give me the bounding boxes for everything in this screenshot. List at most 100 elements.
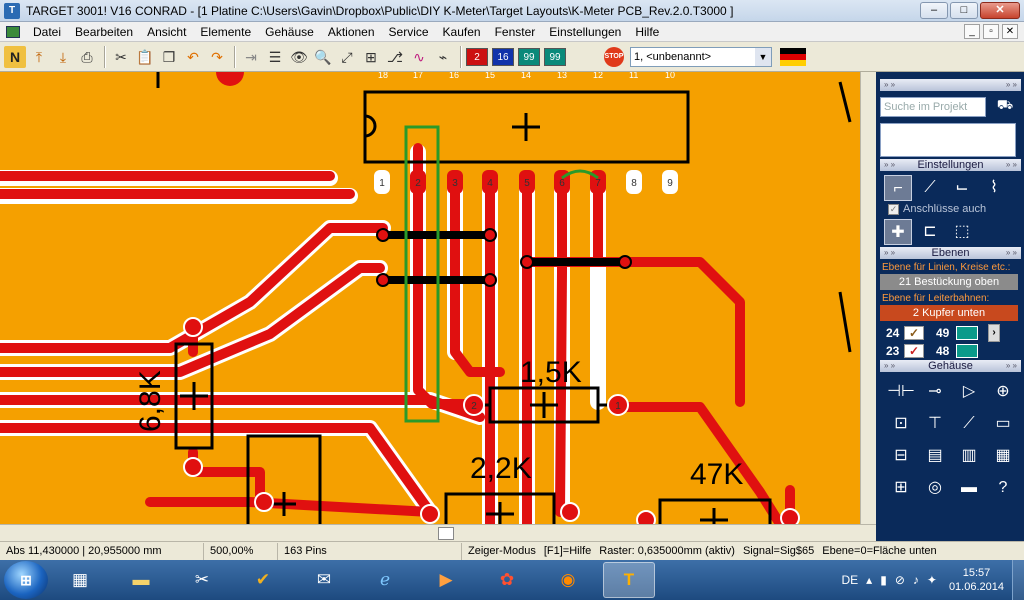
- horizontal-scrollbar[interactable]: [0, 524, 876, 541]
- crosshair-icon[interactable]: ✚: [884, 219, 912, 245]
- project-select[interactable]: 1, <unbenannt> ▼: [630, 46, 772, 67]
- lines-layer-select[interactable]: 21 Bestückung oben: [880, 274, 1018, 290]
- inductor-icon[interactable]: ⊞: [894, 479, 908, 496]
- eye-icon[interactable]: 👁: [290, 48, 308, 65]
- import-icon[interactable]: ⇥: [245, 48, 257, 65]
- grid-icon[interactable]: ⊞: [365, 48, 377, 65]
- tasks-checklist-icon[interactable]: ✔: [255, 570, 271, 589]
- via-icon[interactable]: ◎: [928, 479, 942, 496]
- connector-icon[interactable]: ⊟: [894, 447, 908, 464]
- traces-layer-select[interactable]: 2 Kupfer unten: [880, 305, 1018, 321]
- windows-start-icon[interactable]: ⊞: [4, 561, 48, 599]
- layers-icon[interactable]: ☰: [268, 48, 282, 65]
- close-button[interactable]: ✕: [980, 2, 1020, 19]
- route-icon[interactable]: ⎇: [386, 48, 404, 65]
- menu-gehaeuse[interactable]: Gehäuse: [265, 24, 314, 39]
- maximize-button[interactable]: □: [950, 2, 978, 19]
- route-90-icon[interactable]: ⌙: [955, 179, 969, 196]
- tray-expand-icon[interactable]: ▴: [866, 573, 873, 587]
- menu-ansicht[interactable]: Ansicht: [147, 24, 187, 39]
- pin-tool-icon[interactable]: ⊏: [923, 223, 937, 240]
- menu-fenster[interactable]: Fenster: [494, 24, 536, 39]
- scroll-thumb[interactable]: [438, 527, 454, 540]
- box-icon[interactable]: ▬: [961, 479, 977, 496]
- layer-color-swatch[interactable]: [956, 344, 978, 358]
- question-icon[interactable]: ?: [998, 479, 1008, 496]
- ic-dip-icon[interactable]: ▤: [927, 447, 943, 464]
- volume-icon[interactable]: ♪: [912, 573, 919, 587]
- route-45-icon[interactable]: ⟋: [924, 179, 936, 196]
- snipping-tool-icon[interactable]: ✂: [194, 570, 210, 589]
- switch-icon[interactable]: ⟋: [963, 415, 975, 432]
- ic-qfp-icon[interactable]: ▦: [995, 447, 1011, 464]
- dropbox-icon[interactable]: ✦: [926, 573, 937, 587]
- media-player-icon[interactable]: ▶: [439, 570, 453, 589]
- minimize-button[interactable]: –: [920, 2, 948, 19]
- layer-chip[interactable]: 16: [492, 47, 514, 66]
- menu-elemente[interactable]: Elemente: [200, 24, 252, 39]
- help-circle-icon[interactable]: ⊕: [996, 383, 1010, 400]
- ic-soic-icon[interactable]: ▥: [961, 447, 977, 464]
- red-app-icon[interactable]: ✿: [499, 570, 515, 589]
- project-search-input[interactable]: Suche im Projekt: [880, 97, 986, 117]
- language-indicator[interactable]: DE: [841, 573, 859, 587]
- route-free-icon[interactable]: ⌇: [990, 179, 998, 196]
- menu-kaufen[interactable]: Kaufen: [442, 24, 481, 39]
- redo-icon[interactable]: ↷: [211, 48, 223, 65]
- doc-minimize-button[interactable]: _: [964, 24, 980, 39]
- cut-icon[interactable]: ✂: [115, 48, 127, 65]
- crystal-icon[interactable]: ⊡: [894, 415, 908, 432]
- wire-icon[interactable]: ⌁: [438, 48, 448, 65]
- battery-icon[interactable]: ▮: [880, 573, 887, 587]
- german-flag-icon[interactable]: [780, 47, 806, 66]
- menu-datei[interactable]: Datei: [33, 24, 62, 39]
- zoom-fit-icon[interactable]: ⤢: [341, 48, 353, 65]
- layer-visible-checkbox[interactable]: ✓: [904, 326, 924, 340]
- signal-icon[interactable]: ∿: [413, 48, 425, 65]
- menu-aktionen[interactable]: Aktionen: [327, 24, 375, 39]
- layer-chip[interactable]: 99: [544, 47, 566, 66]
- transistor-icon[interactable]: ⊤: [928, 415, 942, 432]
- paste-icon[interactable]: 📋: [136, 48, 154, 65]
- layer-chip[interactable]: 99: [518, 47, 540, 66]
- doc-close-button[interactable]: ✕: [1002, 24, 1018, 39]
- menu-bearbeiten[interactable]: Bearbeiten: [75, 24, 134, 39]
- settings-header[interactable]: Einstellungen: [880, 159, 1021, 171]
- stop-button[interactable]: STOP: [604, 46, 624, 67]
- doc-restore-button[interactable]: ▫: [983, 24, 999, 39]
- menu-hilfe[interactable]: Hilfe: [635, 24, 660, 39]
- capacitor-icon[interactable]: ⊸: [928, 383, 942, 400]
- connections-option[interactable]: ✓ Anschlüsse auch: [888, 203, 1021, 215]
- internet-explorer-icon[interactable]: ℯ: [379, 570, 391, 589]
- binoculars-icon[interactable]: ⛟: [996, 97, 1014, 112]
- calculator-icon[interactable]: ▦: [71, 570, 89, 589]
- layers-header[interactable]: Ebenen: [880, 247, 1021, 259]
- diode-icon[interactable]: ▷: [962, 383, 976, 400]
- layer-color-swatch[interactable]: [956, 326, 978, 340]
- vertical-scrollbar[interactable]: [860, 72, 876, 524]
- clock[interactable]: 15:57 01.06.2014: [949, 566, 1004, 594]
- upload-icon[interactable]: ⤒: [35, 48, 43, 65]
- select-area-icon[interactable]: ⬚: [954, 223, 970, 240]
- layer-visible-checkbox[interactable]: ✓: [904, 344, 924, 358]
- fuse-icon[interactable]: ▭: [995, 415, 1011, 432]
- undo-icon[interactable]: ↶: [187, 48, 199, 65]
- thunderbird-icon[interactable]: ✉: [316, 570, 332, 589]
- search-results-box[interactable]: [880, 123, 1016, 157]
- layer-more-button[interactable]: ›: [988, 324, 1000, 342]
- menu-service[interactable]: Service: [388, 24, 429, 39]
- show-desktop-button[interactable]: [1012, 560, 1024, 600]
- pcb-canvas[interactable]: 18 17 16 15 14 13 12 11 10: [0, 72, 860, 524]
- copy-icon[interactable]: ❐: [162, 48, 176, 65]
- resistor-icon[interactable]: ⊣⊢: [887, 383, 915, 400]
- network-icon[interactable]: ⊘: [894, 573, 905, 587]
- panel-top-header[interactable]: [880, 79, 1021, 91]
- connections-checkbox[interactable]: ✓: [888, 203, 899, 215]
- target-3001-taskbar-button[interactable]: T: [603, 562, 655, 598]
- firefox-icon[interactable]: ◉: [560, 570, 576, 589]
- route-mode-icon[interactable]: ⌐: [884, 175, 912, 201]
- zoom-icon[interactable]: 🔍: [314, 48, 332, 65]
- document-icon[interactable]: [6, 25, 20, 38]
- print-icon[interactable]: ⎙: [81, 48, 93, 65]
- download-icon[interactable]: ⤓: [59, 48, 67, 65]
